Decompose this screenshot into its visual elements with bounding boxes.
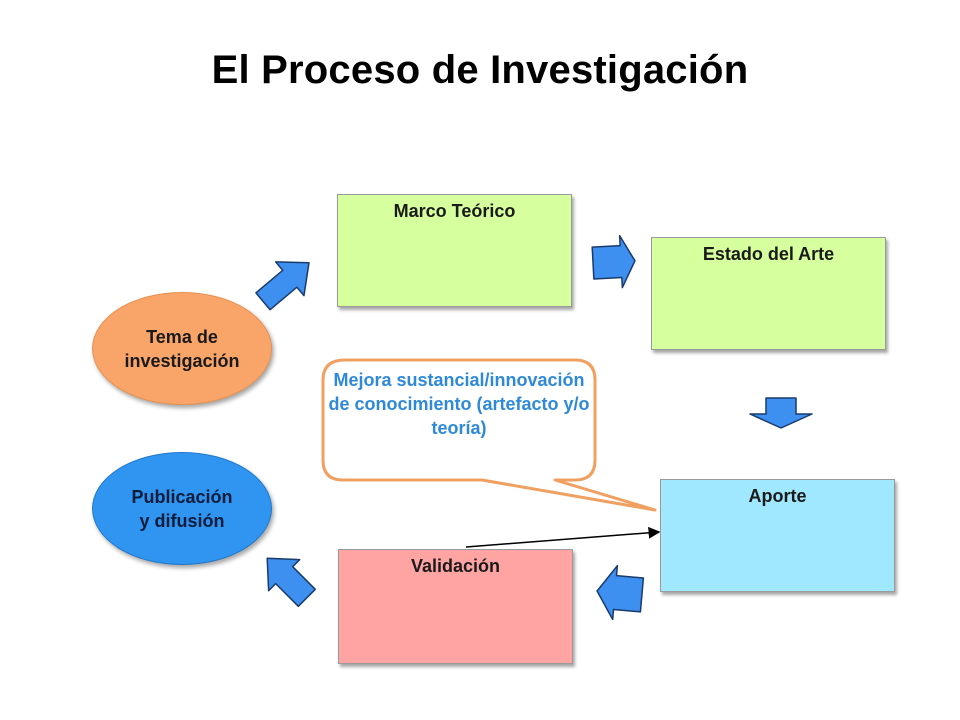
node-publicacion-y-difusion: Publicación y difusión [92, 452, 272, 565]
arrow-estado-to-aporte [749, 397, 813, 429]
arrow-tema-to-marco [255, 261, 310, 311]
connector-line [465, 526, 661, 548]
node-tema-label: Tema de investigación [124, 326, 240, 371]
node-publicacion-label: Publicación y difusión [131, 486, 233, 531]
node-estado-label: Estado del Arte [702, 244, 835, 264]
node-validacion-label: Validación [410, 556, 501, 576]
node-tema-de-investigacion: Tema de investigación [92, 292, 272, 405]
node-marco-label: Marco Teórico [393, 201, 516, 221]
arrow-aporte-to-validacion [596, 564, 645, 621]
node-validacion: Validación [338, 549, 573, 664]
arrow-validacion-to-publicacion [266, 557, 317, 608]
callout-bubble [321, 358, 657, 512]
node-marco-teorico: Marco Teórico [337, 194, 572, 307]
node-estado-del-arte: Estado del Arte [651, 237, 886, 350]
node-aporte-label: Aporte [748, 486, 807, 506]
page-title: El Proceso de Investigación [211, 48, 749, 92]
callout-text: Mejora sustancial/innovación de conocimi… [328, 370, 590, 438]
node-aporte: Aporte [660, 479, 895, 592]
arrow-marco-to-estado [591, 234, 636, 289]
